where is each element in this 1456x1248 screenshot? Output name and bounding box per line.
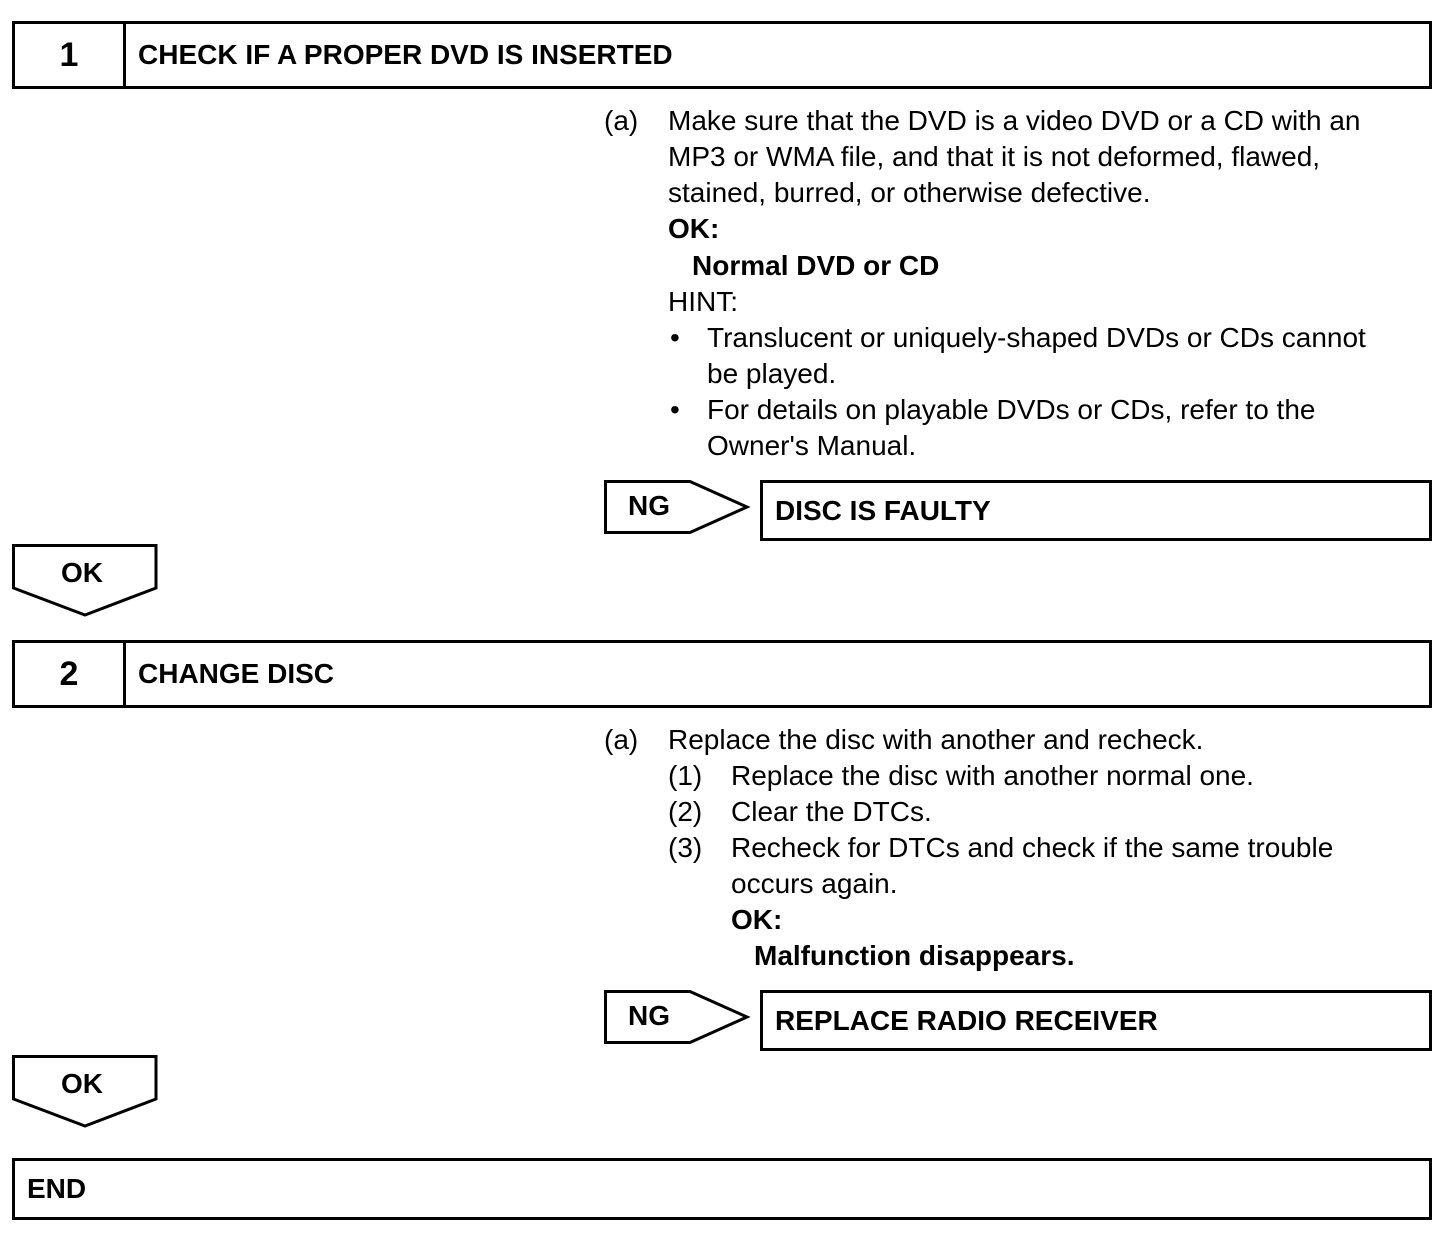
step-1-instruction-line-2: MP3 or WMA file, and that it is not defo…	[668, 141, 1321, 172]
step-1-ng-arrow	[604, 480, 751, 534]
step-1-hint-2-line-1: For details on playable DVDs or CDs, ref…	[707, 394, 1316, 425]
step-1-hint-1-bullet: •	[670, 322, 680, 353]
step-2-title: CHANGE DISC	[138, 658, 335, 689]
step-2-ng-arrow	[604, 990, 751, 1044]
step-2-substep-3-line-1: Recheck for DTCs and check if the same t…	[731, 832, 1334, 863]
step-2-ok-value: Malfunction disappears.	[754, 940, 1075, 971]
step-2-ng-label: NG	[628, 1000, 670, 1031]
step-1-ok-arrow	[12, 544, 158, 617]
step-2-ng-result: REPLACE RADIO RECEIVER	[760, 990, 1432, 1051]
step-1-ok-value: Normal DVD or CD	[692, 250, 940, 281]
end-box: END	[12, 1158, 1432, 1220]
step-1-title: CHECK IF A PROPER DVD IS INSERTED	[138, 39, 673, 70]
step-2-instruction: Replace the disc with another and rechec…	[668, 724, 1204, 755]
step-1-ok-arrow-label: OK	[61, 557, 103, 588]
step-2-ok-label: OK:	[731, 904, 783, 935]
step-1-hint-1-line-2: be played.	[707, 358, 837, 389]
step-1-instruction-line-1: Make sure that the DVD is a video DVD or…	[668, 105, 1361, 136]
step-2-number: 2	[15, 643, 126, 705]
step-2-ok-arrow	[12, 1055, 158, 1128]
step-2-header: 2 CHANGE DISC	[12, 640, 1432, 708]
step-1-header: 1 CHECK IF A PROPER DVD IS INSERTED	[12, 21, 1432, 89]
step-1-ng-label: NG	[628, 490, 670, 521]
step-1-hint-2-line-2: Owner's Manual.	[707, 430, 917, 461]
step-2-ok-arrow-label: OK	[61, 1068, 103, 1099]
step-1-instruction-line-3: stained, burred, or otherwise defective.	[668, 177, 1151, 208]
step-2-substep-2-line-1: Clear the DTCs.	[731, 796, 932, 827]
step-2-substep-1-line-1: Replace the disc with another normal one…	[731, 760, 1254, 791]
step-1-hint-2-bullet: •	[670, 394, 680, 425]
step-1-ng-result: DISC IS FAULTY	[760, 480, 1432, 541]
step-2-item-marker: (a)	[604, 724, 639, 755]
step-1-hint-1-line-1: Translucent or uniquely-shaped DVDs or C…	[707, 322, 1366, 353]
step-2-substep-2-marker: (2)	[668, 796, 703, 827]
step-1-ok-label: OK:	[668, 213, 720, 244]
step-2-substep-1-marker: (1)	[668, 760, 703, 791]
step-1-item-marker: (a)	[604, 105, 639, 136]
step-2-substep-3-line-2: occurs again.	[731, 868, 898, 899]
step-1-hint-label: HINT:	[668, 286, 738, 317]
step-2-substep-3-marker: (3)	[668, 832, 703, 863]
step-1-number: 1	[15, 24, 126, 86]
